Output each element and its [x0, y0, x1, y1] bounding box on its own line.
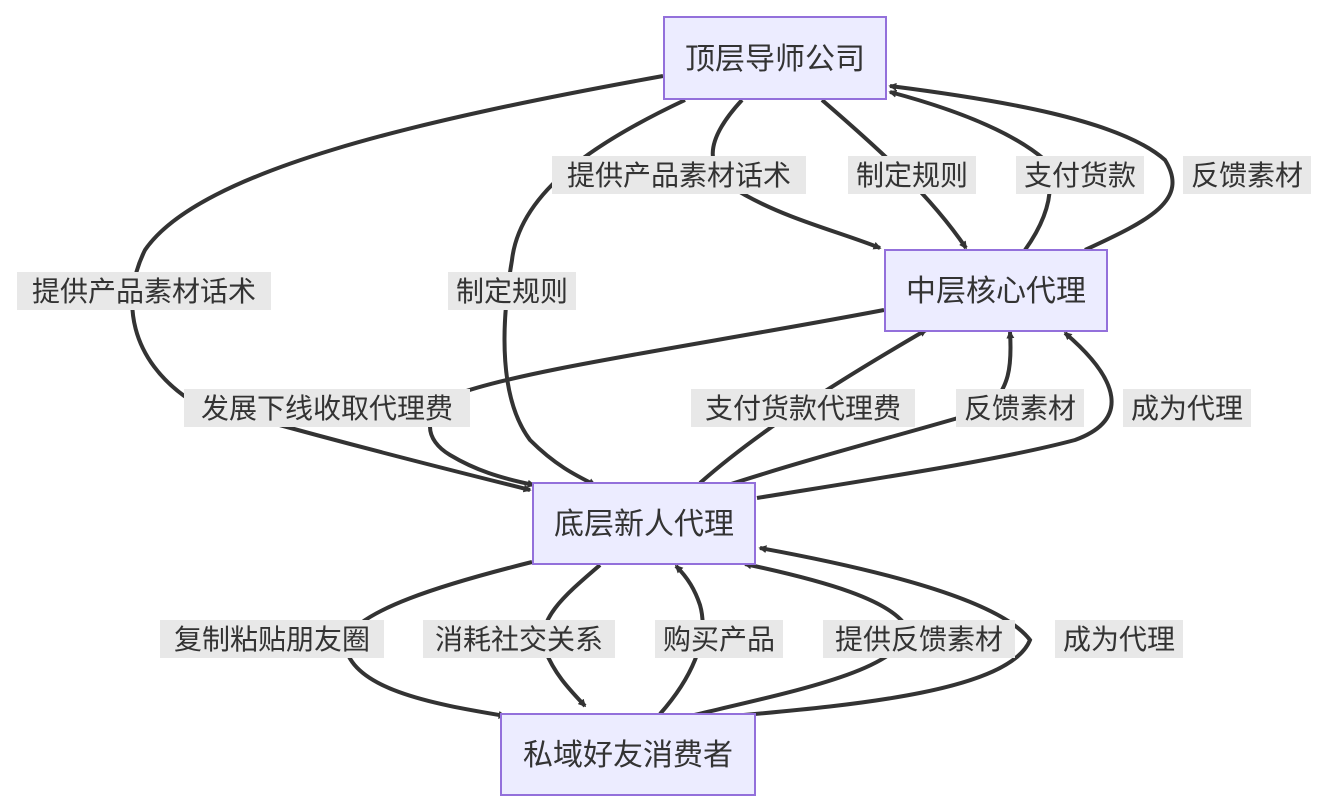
- svg-text:提供产品素材话术: 提供产品素材话术: [32, 275, 256, 308]
- node-mid-core-agent: 中层核心代理: [884, 249, 1108, 332]
- svg-text:反馈素材: 反馈素材: [1191, 159, 1303, 192]
- svg-text:顶层导师公司: 顶层导师公司: [685, 42, 865, 77]
- edge-mid-top-feedback: [888, 82, 1175, 252]
- svg-text:购买产品: 购买产品: [663, 623, 775, 656]
- svg-text:制定规则: 制定规则: [456, 275, 568, 308]
- svg-text:成为代理: 成为代理: [1131, 392, 1243, 425]
- label-consumer-bottom-feedback: 提供反馈素材: [823, 620, 1015, 658]
- svg-text:中层核心代理: 中层核心代理: [906, 274, 1086, 309]
- edge-bottom-mid-become: [756, 331, 1114, 500]
- svg-text:底层新人代理: 底层新人代理: [554, 507, 734, 542]
- svg-text:支付货款: 支付货款: [1024, 159, 1136, 192]
- label-bottom-consumer-copy: 复制粘贴朋友圈: [160, 620, 384, 658]
- svg-text:发展下线收取代理费: 发展下线收取代理费: [201, 392, 453, 425]
- svg-text:复制粘贴朋友圈: 复制粘贴朋友圈: [174, 623, 370, 656]
- node-private-friend-consumer: 私域好友消费者: [500, 713, 756, 796]
- label-mid-bottom-recruit: 发展下线收取代理费: [184, 389, 470, 427]
- svg-text:私域好友消费者: 私域好友消费者: [523, 738, 733, 773]
- node-top-mentor-company: 顶层导师公司: [663, 16, 887, 100]
- label-top-bottom-rules: 制定规则: [448, 272, 576, 310]
- svg-text:制定规则: 制定规则: [856, 159, 968, 192]
- label-bottom-mid-feedback: 反馈素材: [956, 389, 1084, 427]
- edge-bottom-mid-feedback: [724, 330, 1015, 488]
- edge-top-mid-materials: [710, 98, 882, 250]
- label-mid-top-feedback: 反馈素材: [1183, 156, 1311, 194]
- edge-consumer-bottom-buy: [658, 564, 705, 716]
- svg-text:成为代理: 成为代理: [1063, 623, 1175, 656]
- label-bottom-consumer-social: 消耗社交关系: [423, 620, 615, 658]
- label-bottom-mid-become: 成为代理: [1123, 389, 1251, 427]
- svg-text:支付货款代理费: 支付货款代理费: [705, 392, 901, 425]
- label-consumer-bottom-become: 成为代理: [1055, 620, 1183, 658]
- svg-text:反馈素材: 反馈素材: [964, 392, 1076, 425]
- svg-text:提供反馈素材: 提供反馈素材: [835, 623, 1003, 656]
- svg-text:消耗社交关系: 消耗社交关系: [435, 623, 603, 656]
- label-consumer-bottom-buy: 购买产品: [655, 620, 783, 658]
- edge-consumer-bottom-become: [731, 545, 1033, 718]
- label-top-mid-rules: 制定规则: [848, 156, 976, 194]
- svg-text:提供产品素材话术: 提供产品素材话术: [567, 159, 791, 192]
- label-top-bottom-materials: 提供产品素材话术: [17, 272, 271, 310]
- label-mid-top-payment: 支付货款: [1016, 156, 1144, 194]
- label-bottom-mid-payment: 支付货款代理费: [691, 389, 915, 427]
- label-top-mid-materials: 提供产品素材话术: [552, 156, 806, 194]
- node-bottom-new-agent: 底层新人代理: [532, 482, 756, 565]
